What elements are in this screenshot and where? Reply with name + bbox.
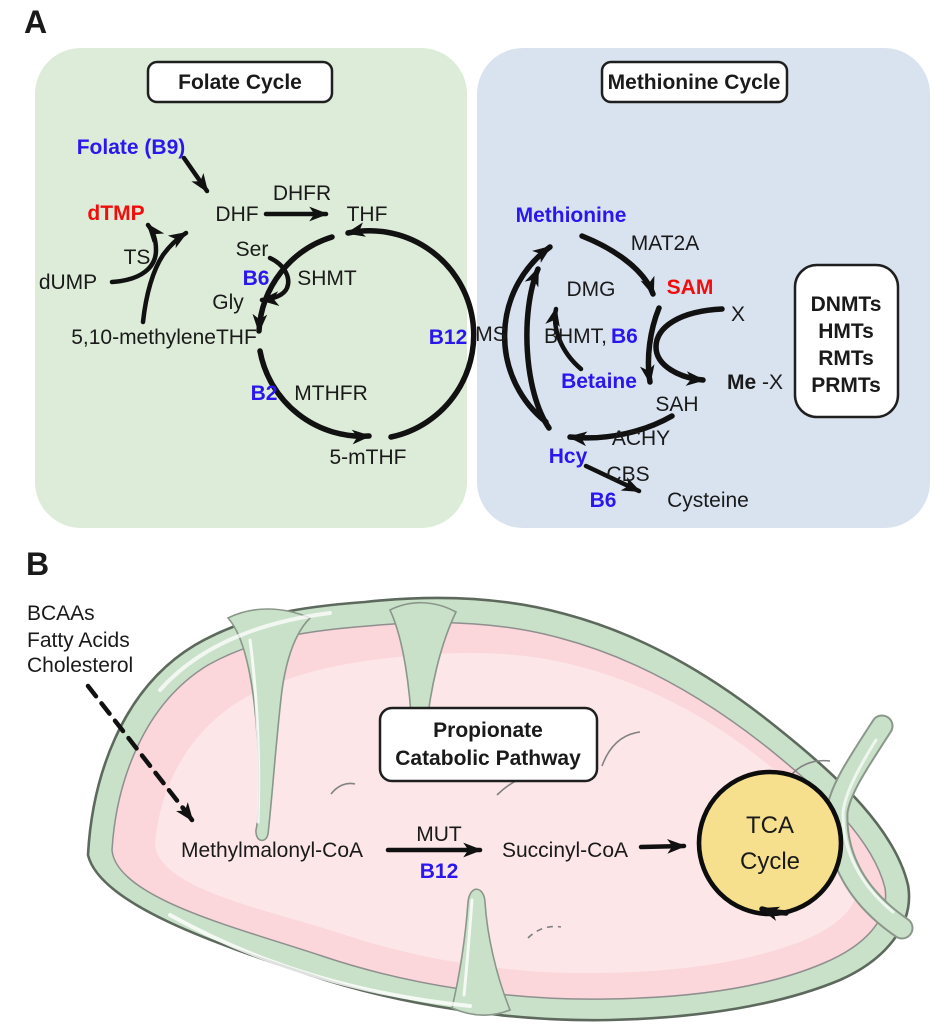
cysteine-label: Cysteine	[667, 489, 749, 512]
propionate-pathway-title-box	[378, 706, 599, 783]
mthfr-arc-arrow	[257, 348, 372, 445]
membrane-highlight-top-left	[158, 611, 332, 692]
succinyl-coa-label: Succinyl-CoA	[502, 839, 628, 862]
methylenethf-to-dhf-arrow	[140, 230, 189, 325]
tca-label-line2: Cycle	[740, 848, 800, 875]
dump-to-dtmp-arrow	[109, 222, 165, 285]
dmg-label: DMG	[567, 278, 616, 301]
ms-arc-arrow	[345, 222, 477, 440]
achy-arc-arrow	[567, 413, 675, 447]
folate-cycle-title: Folate Cycle	[178, 71, 302, 94]
hcy-label: Hcy	[549, 445, 588, 468]
input-cholesterol-label: Cholesterol	[27, 654, 133, 677]
methyltransferase-box: DNMTs HMTs RMTs PRMTs	[793, 263, 900, 419]
methylmalonyl-coa-label: Methylmalonyl-CoA	[181, 839, 363, 862]
me-x-label: Me -X	[727, 371, 783, 394]
dhfr-enzyme-label: DHFR	[273, 182, 331, 205]
mitochondrion	[86, 596, 914, 1022]
tca-cycle: TCA Cycle	[696, 769, 844, 921]
bhmt-hcy-to-methionine-arrow	[524, 266, 552, 431]
ms-enzyme-label: MS	[475, 323, 507, 346]
membrane-highlight-bottom	[168, 913, 472, 1008]
hmts-label: HMTs	[818, 320, 874, 343]
shmt-enzyme-label: SHMT	[297, 267, 357, 290]
ser-to-gly-arrow	[259, 255, 291, 306]
x-to-mex-arrow	[653, 306, 725, 386]
inputs-dashed-arrowhead	[176, 802, 195, 823]
propionate-pathway-title-line2: Catabolic Pathway	[395, 747, 581, 770]
membrane-fold-line-2	[601, 731, 641, 767]
prmts-label: PRMTs	[811, 374, 881, 397]
shmt-arc-arrow	[252, 234, 335, 334]
b12-mut-label: B12	[420, 860, 459, 883]
bhmt-enzyme-label: BHMT, B6	[544, 325, 638, 348]
betaine-label: Betaine	[561, 370, 637, 393]
me-text: Me	[727, 371, 756, 394]
tca-cycle-direction-arrow	[759, 906, 789, 921]
propionate-pathway-title-line1: Propionate	[433, 719, 543, 742]
succinyl-to-tca-arrow	[638, 839, 687, 854]
ser-label: Ser	[236, 238, 269, 261]
b2-label: B2	[251, 382, 278, 405]
ts-enzyme-label: TS	[124, 246, 151, 269]
thf-label: THF	[347, 203, 388, 226]
input-fatty-acids-label: Fatty Acids	[27, 629, 130, 652]
b6-cbs-label: B6	[590, 489, 617, 512]
panel-a-letter: A	[24, 4, 47, 40]
mthfr-enzyme-label: MTHFR	[294, 382, 367, 405]
panel-a: A Folate Cycle Methionine Cycle	[24, 4, 930, 528]
rmts-label: RMTs	[818, 347, 874, 370]
methionine-cycle-arrows	[501, 233, 725, 494]
sam-to-sah-arc-arrow	[639, 305, 662, 385]
cbs-hcy-to-cysteine-arrow	[583, 463, 642, 494]
crista-highlight-right	[841, 738, 895, 914]
mat2a-enzyme-label: MAT2A	[631, 232, 699, 255]
folate-cycle-title-box	[146, 60, 334, 104]
dhf-label: DHF	[215, 203, 258, 226]
mitochondrion-matrix-highlight	[155, 652, 859, 974]
folate-cycle-panel-background	[35, 48, 467, 528]
five-mthf-label: 5-mTHF	[330, 446, 407, 469]
tca-label-line1: TCA	[746, 812, 794, 839]
methionine-cycle-title-box	[600, 60, 789, 104]
b12-ms-label: B12	[429, 326, 468, 349]
panel-b: B BCAAs Fatty Acids Cholesterol	[26, 546, 914, 1022]
bhmt-text: BHMT,	[544, 325, 607, 348]
methyltransferase-box-frame	[793, 263, 900, 419]
sam-label: SAM	[667, 276, 714, 299]
membrane-fold-line-5	[330, 782, 356, 795]
inputs-dashed-arrow	[85, 683, 189, 815]
methionine-label: Methionine	[516, 204, 627, 227]
input-bcaas-label: BCAAs	[27, 602, 95, 625]
gly-label: Gly	[212, 291, 244, 314]
mat2a-arc-arrow	[579, 233, 656, 297]
cbs-enzyme-label: CBS	[606, 463, 649, 486]
hcy-to-methionine-arc-arrow	[501, 244, 553, 425]
methionine-cycle-title: Methionine Cycle	[608, 71, 781, 94]
crista-highlight-bottom	[462, 898, 474, 997]
sah-label: SAH	[655, 393, 698, 416]
bhmt-b6-text: B6	[611, 325, 638, 348]
folate-cycle-arrows	[109, 155, 477, 445]
crista-highlight-left	[248, 638, 261, 824]
x-substrate-label: X	[731, 303, 745, 326]
tca-cycle-circle	[696, 769, 844, 917]
dnmts-label: DNMTs	[811, 293, 882, 316]
dtmp-label: dTMP	[87, 202, 144, 225]
panel-b-letter: B	[26, 546, 49, 582]
folate-to-dhf-arrow	[181, 155, 210, 194]
dump-label: dUMP	[39, 271, 97, 294]
methylenethf-label: 5,10-methyleneTHF	[71, 326, 257, 349]
betaine-to-dmg-arrow	[545, 306, 584, 372]
membrane-fold-line-4	[527, 925, 562, 939]
achy-enzyme-label: ACHY	[612, 427, 670, 450]
folate-b9-label: Folate (B9)	[77, 136, 186, 159]
mut-enzyme-label: MUT	[416, 823, 462, 846]
x-rest-text: -X	[762, 371, 783, 394]
b6-shmt-label: B6	[243, 267, 270, 290]
